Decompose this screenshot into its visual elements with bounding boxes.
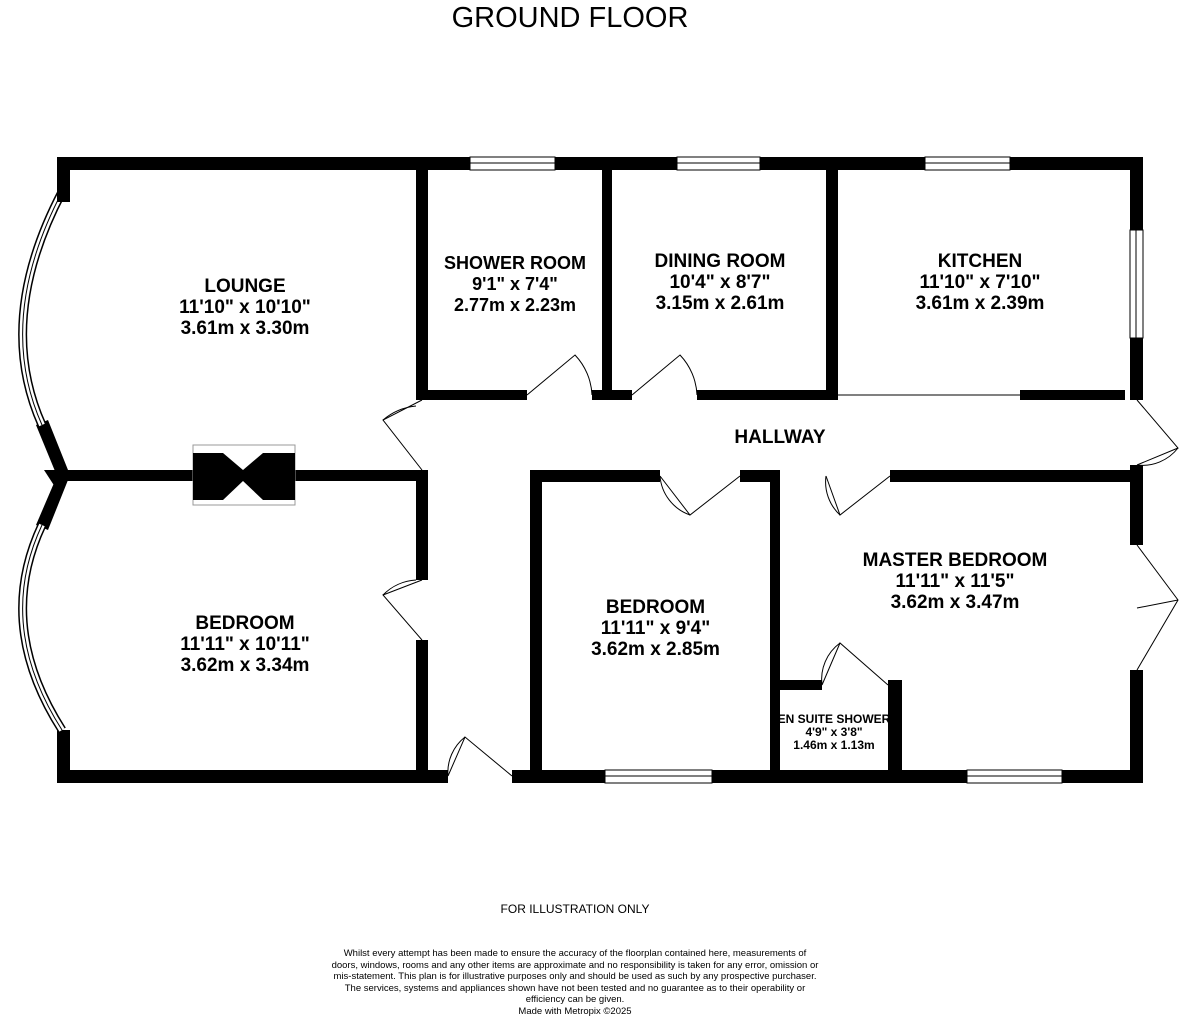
room-imperial: 9'1" x 7'4" (472, 274, 558, 294)
illustration-note: FOR ILLUSTRATION ONLY (500, 902, 650, 916)
bay-windows (18, 189, 70, 733)
room-imperial: 11'11" x 10'11" (180, 634, 310, 655)
windows (469, 156, 1144, 784)
room-imperial: 11'11" x 11'5" (895, 571, 1015, 592)
room-name: BEDROOM (605, 597, 706, 618)
room-hallway: HALLWAY (700, 427, 860, 448)
room-shower-room: SHOWER ROOM 9'1" x 7'4" 2.77m x 2.23m (425, 253, 605, 316)
room-bedroom: BEDROOM 11'11" x 10'11" 3.62m x 3.34m (130, 613, 360, 676)
room-imperial: 11'10" x 10'10" (179, 297, 311, 318)
room-name: HALLWAY (734, 427, 826, 448)
disclaimer: Whilst every attempt has been made to en… (330, 948, 820, 1016)
room-name: LOUNGE (204, 276, 286, 297)
room-metric: 3.61m x 3.30m (180, 318, 310, 339)
room-master-bedroom: MASTER BEDROOM 11'11" x 11'5" 3.62m x 3.… (830, 550, 1080, 613)
doors (382, 354, 1179, 777)
room-metric: 3.62m x 3.47m (890, 592, 1020, 613)
disclaimer-text: Whilst every attempt has been made to en… (331, 948, 819, 1005)
room-name: DINING ROOM (654, 251, 786, 272)
room-en-suite: EN SUITE SHOWER 4'9" x 3'8" 1.46m x 1.13… (780, 713, 888, 752)
room-metric: 3.62m x 2.85m (591, 639, 720, 660)
made-with: Made with Metropix ©2025 (518, 1005, 632, 1016)
floor-title: GROUND FLOOR (451, 2, 689, 34)
room-name: BEDROOM (195, 613, 295, 634)
room-dining-room: DINING ROOM 10'4" x 8'7" 3.15m x 2.61m (615, 251, 825, 314)
room-lounge: LOUNGE 11'10" x 10'10" 3.61m x 3.30m (140, 276, 350, 339)
room-name: SHOWER ROOM (444, 253, 586, 273)
room-metric: 3.62m x 3.34m (180, 655, 310, 676)
room-metric: 3.15m x 2.61m (655, 293, 785, 314)
room-metric: 3.61m x 2.39m (915, 293, 1045, 314)
room-metric: 2.77m x 2.23m (453, 295, 577, 315)
room-kitchen: KITCHEN 11'10" x 7'10" 3.61m x 2.39m (875, 251, 1085, 314)
fireplace (192, 444, 296, 506)
room-imperial: 10'4" x 8'7" (669, 272, 771, 293)
room-name: MASTER BEDROOM (862, 550, 1048, 571)
room-bedroom-2: BEDROOM 11'11" x 9'4" 3.62m x 2.85m (548, 597, 763, 660)
room-metric: 1.46m x 1.13m (793, 738, 875, 752)
room-name: KITCHEN (937, 251, 1023, 272)
room-imperial: 11'11" x 9'4" (600, 618, 711, 639)
room-imperial: 11'10" x 7'10" (919, 272, 1041, 293)
room-name: EN SUITE SHOWER (780, 713, 888, 726)
room-imperial: 4'9" x 3'8" (805, 725, 863, 739)
